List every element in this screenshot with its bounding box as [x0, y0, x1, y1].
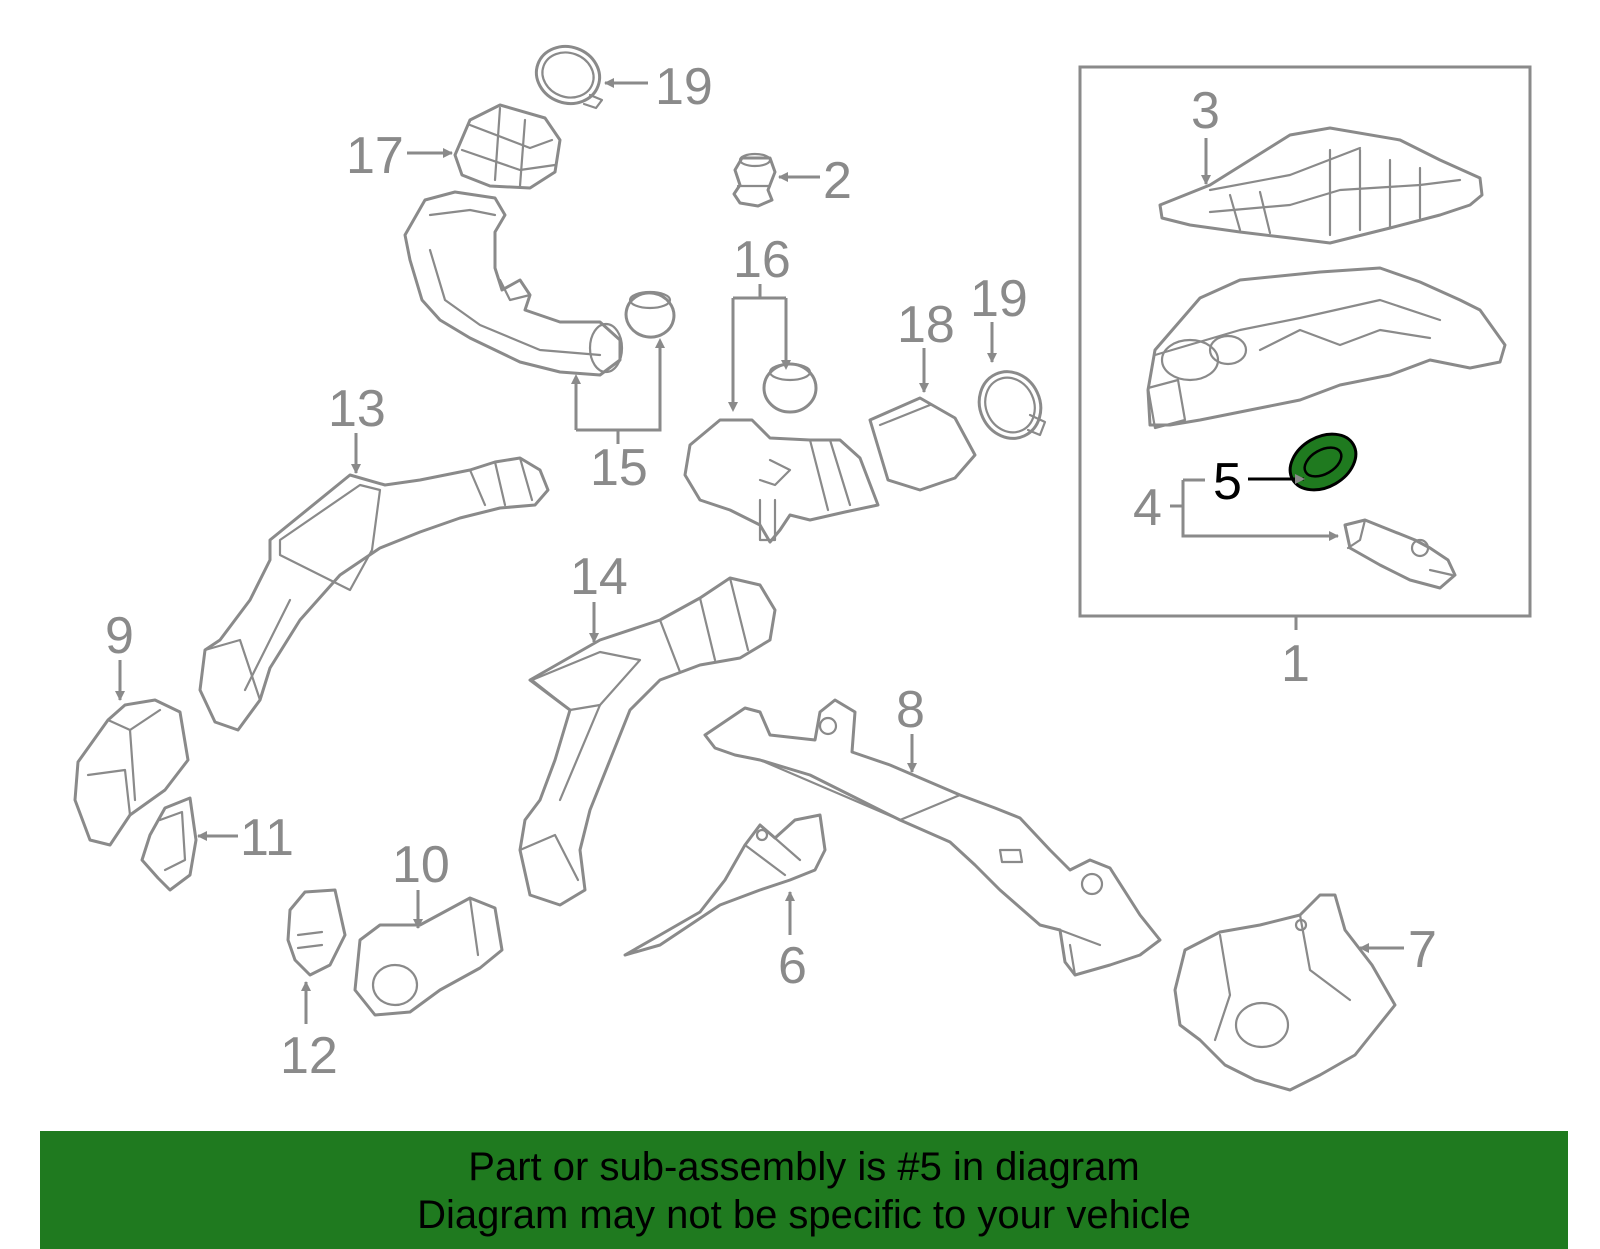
- part-16-clamp[interactable]: [762, 362, 818, 414]
- part-18-coupler[interactable]: [868, 396, 977, 492]
- part-12-vent-clip[interactable]: [286, 888, 347, 977]
- callout-5[interactable]: 5: [1213, 453, 1242, 511]
- callout-1[interactable]: 1: [1281, 635, 1310, 693]
- callout-11[interactable]: 11: [240, 809, 294, 867]
- part-15-intake-hose[interactable]: [403, 190, 624, 377]
- callout-16[interactable]: 16: [733, 231, 791, 289]
- info-banner: Part or sub-assembly is #5 in diagram Di…: [40, 1131, 1568, 1249]
- callout-17[interactable]: 17: [346, 127, 404, 185]
- part-19-clamp-top[interactable]: [528, 38, 607, 113]
- callout-13[interactable]: 13: [328, 380, 386, 438]
- callout-14[interactable]: 14: [570, 548, 628, 606]
- part-17-duct-boot[interactable]: [453, 103, 562, 190]
- assembly-frame: [1078, 65, 1532, 618]
- part-9-vent-duct[interactable]: [73, 698, 190, 847]
- callout-8[interactable]: 8: [896, 681, 925, 739]
- callout-4[interactable]: 4: [1133, 479, 1162, 537]
- banner-line-1: Part or sub-assembly is #5 in diagram: [468, 1145, 1140, 1189]
- callout-19-right[interactable]: 19: [970, 270, 1028, 328]
- part-5-seal-highlight[interactable]: [1280, 423, 1366, 501]
- callout-7[interactable]: 7: [1408, 921, 1437, 979]
- callout-19-top[interactable]: 19: [655, 58, 713, 116]
- part-13-air-duct[interactable]: [198, 456, 550, 732]
- callout-3[interactable]: 3: [1191, 82, 1220, 140]
- part-14-air-duct[interactable]: [518, 576, 777, 907]
- callout-9[interactable]: 9: [105, 607, 134, 665]
- callout-15[interactable]: 15: [590, 439, 648, 497]
- callout-10[interactable]: 10: [392, 836, 450, 894]
- part-10-vent-outlet[interactable]: [353, 896, 504, 1017]
- part-11-vent-bracket[interactable]: [140, 796, 198, 892]
- part-15-clamp-ring[interactable]: [623, 289, 678, 341]
- part-7-heat-shield[interactable]: [1173, 893, 1397, 1092]
- air-cleaner-housing: [1146, 266, 1507, 430]
- part-6-bracket[interactable]: [623, 813, 827, 957]
- part-3-air-cleaner-cover[interactable]: [1158, 126, 1484, 245]
- callout-2[interactable]: 2: [823, 152, 852, 210]
- part-16-elbow-hose[interactable]: [683, 418, 880, 544]
- part-19-clamp-right[interactable]: [968, 362, 1051, 449]
- part-4-mass-air-flow-sensor[interactable]: [1343, 518, 1457, 590]
- banner-line-2: Diagram may not be specific to your vehi…: [417, 1193, 1191, 1237]
- callout-18[interactable]: 18: [897, 296, 955, 354]
- callout-6[interactable]: 6: [778, 937, 807, 995]
- part-2-grommet[interactable]: [732, 152, 777, 208]
- leader-15: [574, 346, 662, 432]
- callout-12[interactable]: 12: [280, 1027, 338, 1085]
- leader-4: [1181, 480, 1339, 541]
- part-8-support-bracket[interactable]: [703, 698, 1162, 977]
